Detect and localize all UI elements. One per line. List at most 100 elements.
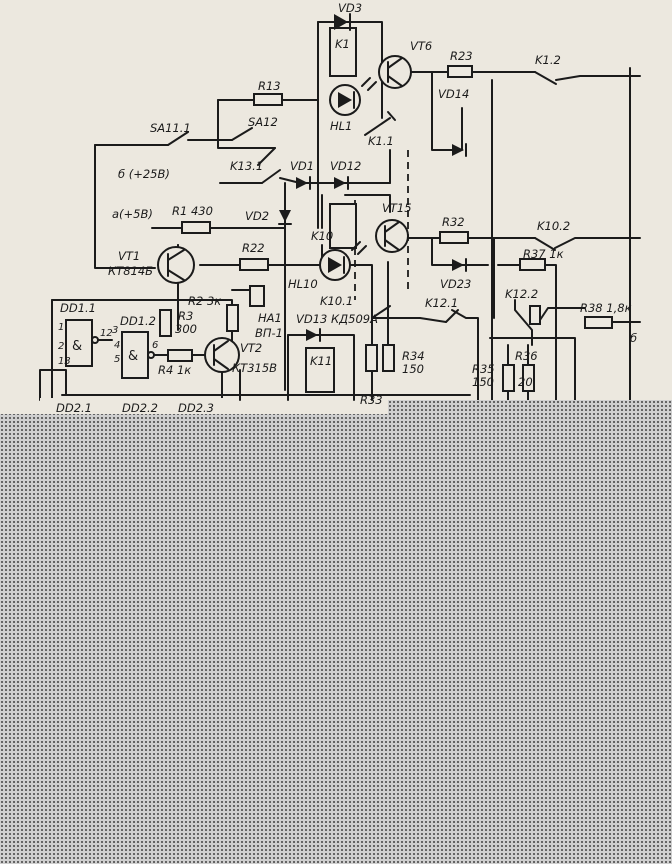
label-r36-val: 20 bbox=[518, 375, 533, 389]
vd2-diode bbox=[279, 210, 291, 222]
label-k10-2: K10.2 bbox=[537, 219, 570, 233]
label-vt15: VT15 bbox=[382, 201, 412, 215]
label-k1-2: K1.2 bbox=[535, 53, 561, 67]
label-k12-2: K12.2 bbox=[505, 287, 538, 301]
label-k10: K10 bbox=[311, 229, 333, 243]
gate-amp-1: & bbox=[72, 339, 82, 354]
vd23-diode bbox=[452, 259, 464, 271]
r1-resistor bbox=[181, 221, 211, 234]
r38-resistor bbox=[584, 316, 613, 329]
vd14-diode bbox=[452, 144, 464, 156]
label-r35: R35 bbox=[472, 362, 495, 376]
label-r2-3k: R2 3к bbox=[188, 294, 221, 308]
r36-resistor bbox=[522, 364, 535, 392]
label-vd1: VD1 bbox=[290, 159, 314, 173]
pin-13: 13 bbox=[58, 356, 71, 367]
label-vt6: VT6 bbox=[410, 39, 432, 53]
k11-coil bbox=[305, 347, 335, 393]
label-vd2: VD2 bbox=[245, 209, 269, 223]
label-b-out: б bbox=[630, 331, 637, 345]
components bbox=[65, 13, 613, 393]
label-kt814b: КТ814Б bbox=[108, 264, 153, 278]
label-ha1: HA1 bbox=[258, 311, 282, 325]
label-vp-1: ВП-1 bbox=[255, 326, 283, 340]
halftone-band-top bbox=[0, 414, 672, 864]
k12-1-contact bbox=[445, 309, 459, 323]
label-a-5v: а(+5В) bbox=[112, 207, 153, 221]
gate-amp-2: & bbox=[128, 349, 138, 364]
label-r36: R36 bbox=[515, 349, 538, 363]
vt6-transistor bbox=[378, 55, 412, 89]
label-hl10: HL10 bbox=[288, 277, 318, 291]
pin-1: 1 bbox=[58, 322, 64, 333]
dd2-label-strip bbox=[40, 398, 226, 414]
label-sa12: SA12 bbox=[248, 115, 278, 129]
r2-resistor bbox=[226, 304, 239, 332]
pin-12: 12 bbox=[100, 328, 113, 339]
sa11-1-switch bbox=[167, 131, 189, 146]
vt1-transistor bbox=[157, 246, 195, 284]
label-vd13-kd509a: VD13 КД509А bbox=[296, 312, 378, 326]
r37-resistor bbox=[519, 258, 546, 271]
label-dd2-3: DD2.3 bbox=[178, 401, 214, 415]
vd3-diode bbox=[334, 14, 348, 30]
k10-2-contact bbox=[534, 237, 556, 251]
label-r34: R34 bbox=[402, 349, 425, 363]
vd13-diode bbox=[306, 329, 318, 341]
label-r22: R22 bbox=[242, 241, 265, 255]
r33-resistor bbox=[365, 344, 378, 372]
label-vd12: VD12 bbox=[330, 159, 361, 173]
label-r33: R33 bbox=[360, 393, 383, 407]
label-r23: R23 bbox=[450, 49, 473, 63]
label-r3: R3 bbox=[178, 309, 193, 323]
r3-resistor bbox=[159, 309, 172, 337]
vd12-diode bbox=[334, 177, 346, 189]
label-r3-val: 300 bbox=[175, 322, 197, 336]
r23-resistor bbox=[447, 65, 473, 78]
label-dd2-1: DD2.1 bbox=[56, 401, 92, 415]
k1-2-contact bbox=[534, 71, 557, 85]
label-vd23: VD23 bbox=[440, 277, 471, 291]
r34-resistor bbox=[382, 344, 395, 372]
k13-1-contact bbox=[261, 169, 281, 184]
label-sa11-1: SA11.1 bbox=[150, 121, 191, 135]
label-r35-val: 150 bbox=[472, 375, 494, 389]
label-k1: K1 bbox=[335, 37, 350, 51]
label-r34-val: 150 bbox=[402, 362, 424, 376]
label-r1-430: R1 430 bbox=[172, 204, 213, 218]
label-dd1-2: DD1.2 bbox=[120, 314, 156, 328]
label-vd3: VD3 bbox=[338, 1, 362, 15]
r22-resistor bbox=[239, 258, 269, 271]
ha1-buzzer bbox=[249, 285, 265, 307]
pin-5: 5 bbox=[114, 354, 120, 365]
label-k12-1: K12.1 bbox=[425, 296, 458, 310]
label-vt1: VT1 bbox=[118, 249, 140, 263]
pin-2: 2 bbox=[58, 341, 64, 352]
label-k11: K11 bbox=[310, 354, 332, 368]
k10-coil bbox=[329, 203, 357, 249]
label-r32: R32 bbox=[442, 215, 465, 229]
sa12-switch bbox=[231, 127, 253, 141]
label-hl1: HL1 bbox=[330, 119, 352, 133]
pin-6: 6 bbox=[152, 340, 158, 351]
label-dd2-2: DD2.2 bbox=[122, 401, 158, 415]
k1-coil bbox=[329, 27, 357, 77]
pin-3: 3 bbox=[112, 325, 118, 336]
label-r13: R13 bbox=[258, 79, 281, 93]
vd1-diode bbox=[296, 177, 308, 189]
label-kt315v: КТ315В bbox=[232, 361, 277, 375]
r13-resistor bbox=[253, 93, 283, 106]
label-r37-1k: R37 1к bbox=[523, 247, 564, 261]
vt15-transistor bbox=[375, 219, 409, 253]
label-r4-1k: R4 1к bbox=[158, 363, 191, 377]
label-k13-1: K13.1 bbox=[230, 159, 263, 173]
k12-2-element bbox=[529, 305, 541, 325]
label-vt2: VT2 bbox=[240, 341, 262, 355]
wires bbox=[39, 21, 641, 401]
label-k10-1: K10.1 bbox=[320, 294, 353, 308]
label-b-25v: б (+25В) bbox=[118, 167, 170, 181]
halftone-band-right bbox=[388, 400, 672, 420]
r35-resistor bbox=[502, 364, 515, 392]
